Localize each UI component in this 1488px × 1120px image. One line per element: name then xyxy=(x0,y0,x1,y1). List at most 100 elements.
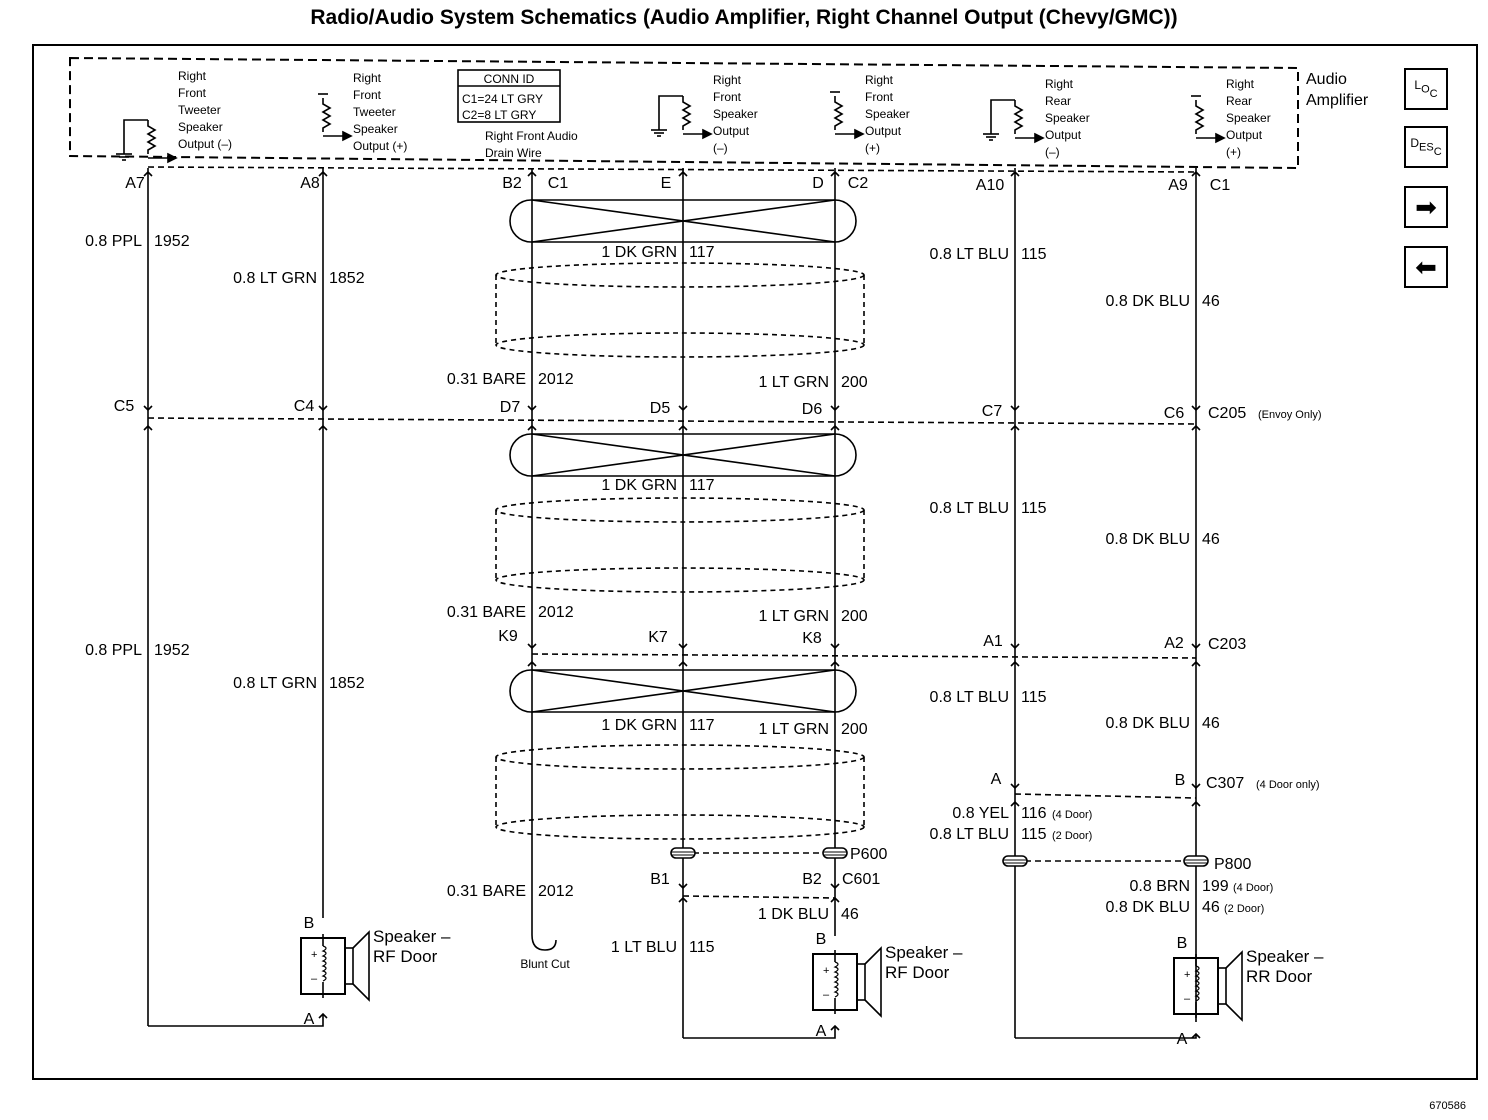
speaker-0-pin-b: B xyxy=(304,915,315,932)
description-button[interactable]: DESC xyxy=(1404,126,1448,168)
pin-top-4: E xyxy=(661,175,672,192)
wire-ltgrn-200-1-circuit: 200 xyxy=(841,374,868,391)
wire-ltblu-115-1-color: 0.8 LT BLU xyxy=(930,246,1009,263)
wire-dkgrn-117-3-color: 1 DK GRN xyxy=(601,717,677,734)
c205-pin-4: D6 xyxy=(802,401,823,418)
wire-ltblu-115-3-color: 0.8 LT BLU xyxy=(930,689,1009,706)
p600-label: P600 xyxy=(850,846,887,863)
amp-output-5-line-4: (+) xyxy=(1226,145,1241,159)
c203-pin-0: K9 xyxy=(498,628,518,645)
amp-output-2-line-0: Right xyxy=(713,73,742,87)
speaker-1-name: Speaker – xyxy=(885,943,963,962)
pin-top-7: A10 xyxy=(976,177,1005,194)
amp-output-5-line-2: Speaker xyxy=(1226,111,1271,125)
blunt-cut-end xyxy=(531,934,557,951)
amp-output-2-line-1: Front xyxy=(713,90,742,104)
amplifier-name-2: Amplifier xyxy=(1306,92,1369,109)
output-resistor-1 xyxy=(321,98,332,132)
amp-output-4-line-4: (–) xyxy=(1045,145,1060,159)
page-title: Radio/Audio System Schematics (Audio Amp… xyxy=(310,6,1178,29)
c205-line xyxy=(147,417,1197,425)
amp-output-3-line-3: Output xyxy=(865,124,902,138)
twisted-pair-3 xyxy=(509,669,857,713)
wire-ltgrn-1852-top-color: 0.8 LT GRN xyxy=(233,270,317,287)
drain-wire-label-1: Right Front Audio xyxy=(485,129,578,143)
wire-bare-2012-3-color: 0.31 BARE xyxy=(447,883,526,900)
c601-pin-b2: B2 xyxy=(802,871,822,888)
forward-arrow-icon[interactable]: ➡ xyxy=(1404,186,1448,228)
wire-dkgrn-117-3-circuit: 117 xyxy=(689,717,715,734)
wire-brn-199-note: (4 Door) xyxy=(1233,882,1273,894)
wire-ltblu-115-1-circuit: 115 xyxy=(1021,246,1047,263)
c601-pin-b1: B1 xyxy=(650,871,670,888)
speaker-0-location: RF Door xyxy=(373,947,438,966)
wire-ltgrn-200-1-color: 1 LT GRN xyxy=(758,374,829,391)
wire-dkgrn-117-1-color: 1 DK GRN xyxy=(601,244,677,261)
c307-label: C307 xyxy=(1206,775,1244,792)
amp-output-1-line-3: Speaker xyxy=(353,122,398,136)
speaker-2-name: Speaker – xyxy=(1246,947,1324,966)
shield-2 xyxy=(495,497,865,593)
amp-output-0-line-1: Front xyxy=(178,86,207,100)
wire-brn-199-circuit: 199 xyxy=(1202,878,1229,895)
c205-pin-5: C7 xyxy=(982,403,1003,420)
wire-ltgrn-200-2-color: 1 LT GRN xyxy=(758,608,829,625)
wire-dkblu-46-2-circuit: 46 xyxy=(1202,531,1220,548)
output-resistor-5 xyxy=(1194,100,1205,134)
amp-output-5-line-1: Rear xyxy=(1226,94,1252,108)
wire-ltblu-115-4-color: 1 LT BLU xyxy=(611,939,677,956)
amp-output-1-line-4: Output (+) xyxy=(353,139,407,153)
p800-terminal-a xyxy=(1002,855,1028,867)
c307-line xyxy=(1014,793,1197,799)
amp-output-4-line-0: Right xyxy=(1045,77,1074,91)
c601-line xyxy=(682,895,836,899)
wire-dkblu-46-3-color: 0.8 DK BLU xyxy=(1106,715,1190,732)
wire-bare-2012-1-circuit: 2012 xyxy=(538,371,574,388)
shield-3 xyxy=(495,744,865,840)
c205-label: C205 xyxy=(1208,405,1246,422)
amp-output-4-line-3: Output xyxy=(1045,128,1082,142)
speaker-2-location: RR Door xyxy=(1246,967,1312,986)
wire-ltgrn-200-3-color: 1 LT GRN xyxy=(758,721,829,738)
wire-brn-199-color: 0.8 BRN xyxy=(1130,878,1190,895)
p600-terminal-b2 xyxy=(822,847,848,859)
c205-pin-1: C4 xyxy=(294,398,315,415)
wire-dkblu-46-3-circuit: 46 xyxy=(1202,715,1220,732)
back-arrow-icon[interactable]: ⬅ xyxy=(1404,246,1448,288)
amp-output-5-line-3: Output xyxy=(1226,128,1263,142)
wire-dkblu-46-2-color: 0.8 DK BLU xyxy=(1106,531,1190,548)
p800-label: P800 xyxy=(1214,856,1251,873)
amp-output-0-line-4: Output (–) xyxy=(178,137,232,151)
amp-output-3-line-0: Right xyxy=(865,73,894,87)
wire-dkgrn-117-2-circuit: 117 xyxy=(689,477,715,494)
pin-top-8: A9 xyxy=(1168,177,1188,194)
shield-1 xyxy=(495,262,865,358)
wire-dkgrn-117-1-circuit: 117 xyxy=(689,244,715,261)
wire-ppl-1952-top-circuit: 1952 xyxy=(154,233,190,250)
location-button[interactable]: LOC xyxy=(1404,68,1448,110)
speaker-0-name: Speaker – xyxy=(373,927,451,946)
c601-label: C601 xyxy=(842,871,880,888)
c203-label: C203 xyxy=(1208,636,1246,653)
c203-pin-1: K7 xyxy=(648,629,668,646)
wire-dkblu-46-1-color: 0.8 DK BLU xyxy=(1106,293,1190,310)
wire-dkblu-46-4-color: 1 DK BLU xyxy=(758,906,829,923)
wire-ppl-1952-bottom-circuit: 1952 xyxy=(154,642,190,659)
amp-output-0-line-3: Speaker xyxy=(178,120,223,134)
amp-output-3-line-4: (+) xyxy=(865,141,880,155)
wire-ltblu-115-4-circuit: 115 xyxy=(689,939,715,956)
output-resistor-0 xyxy=(146,120,157,154)
c307-pin-b: B xyxy=(1175,772,1186,789)
speaker-0-minus: – xyxy=(311,973,318,985)
pin-top-2: B2 xyxy=(502,175,522,192)
amp-output-2-line-3: Output xyxy=(713,124,750,138)
wire-dkblu-46-2door-circuit: 46 xyxy=(1202,899,1220,916)
speaker-1-minus: – xyxy=(823,989,830,1001)
speaker-0-icon xyxy=(300,930,370,1002)
p600-terminal-b1 xyxy=(670,847,696,859)
c307-pin-a: A xyxy=(991,771,1002,788)
output-resistor-2 xyxy=(681,96,692,130)
amp-output-3-line-2: Speaker xyxy=(865,107,910,121)
amp-output-1-line-0: Right xyxy=(353,71,382,85)
loop-rf-tweeter xyxy=(148,1014,324,1027)
